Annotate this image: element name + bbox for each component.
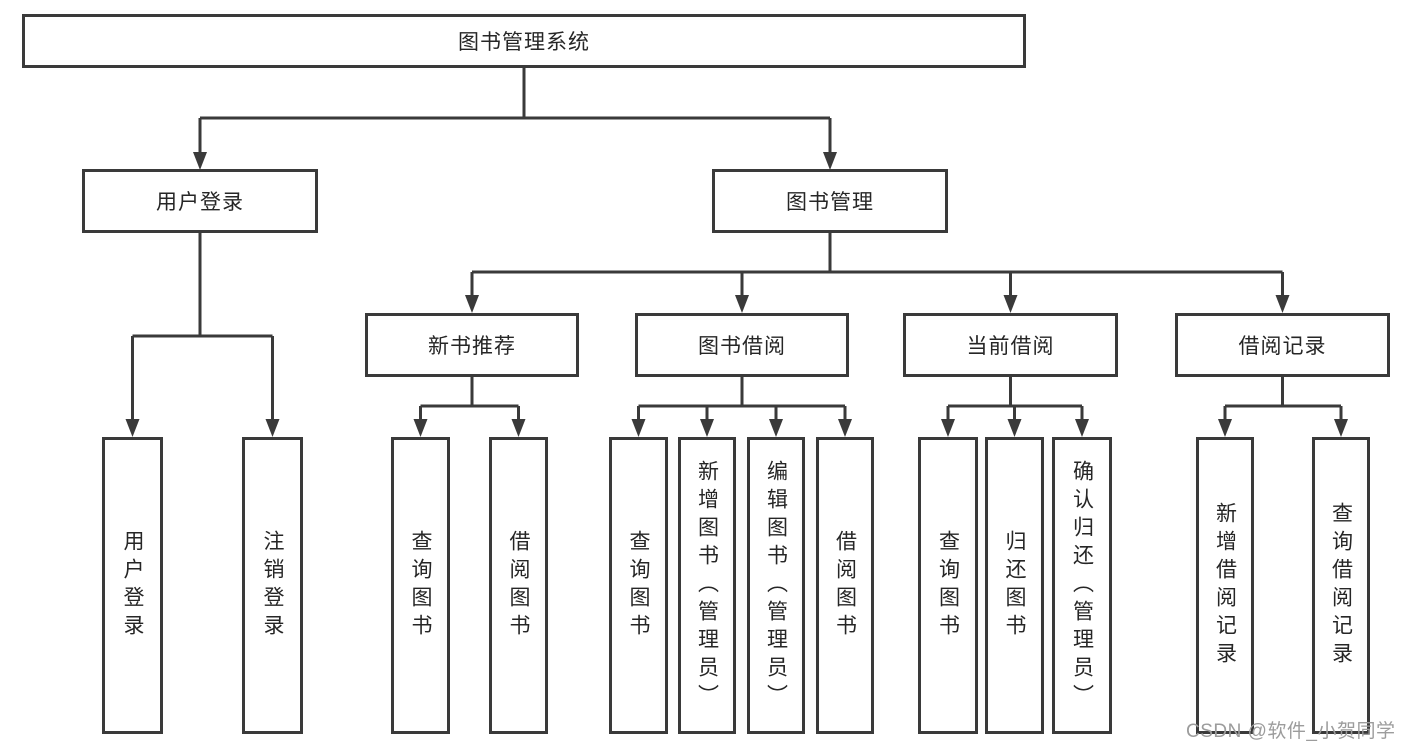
- connector-borrowing-records-branch: [1218, 377, 1348, 437]
- leaf-user-login: 用户登录: [102, 437, 163, 734]
- leaf-user-login-label: 用户登录: [121, 529, 145, 642]
- leaf-return-books-label: 归还图书: [1003, 529, 1027, 642]
- leaf-borrow-books-borrowing-label: 借阅图书: [833, 529, 857, 642]
- connector-root-to-level1: [193, 68, 837, 170]
- node-new-book-recommend-label: 新书推荐: [428, 335, 516, 358]
- leaf-query-borrow-record-label: 查询借阅记录: [1329, 501, 1353, 670]
- leaf-query-borrow-record: 查询借阅记录: [1312, 437, 1370, 734]
- connector-book-borrowing-branch: [631, 377, 852, 437]
- node-book-borrowing: 图书借阅: [635, 313, 849, 377]
- leaf-return-books: 归还图书: [985, 437, 1044, 734]
- node-user-login-label: 用户登录: [156, 191, 244, 214]
- node-book-management-label: 图书管理: [786, 191, 874, 214]
- leaf-query-books-recommend-label: 查询图书: [409, 529, 433, 642]
- connector-user-login-branch: [125, 233, 280, 437]
- leaf-query-books-current-label: 查询图书: [936, 529, 960, 642]
- leaf-logout: 注销登录: [242, 437, 303, 734]
- connector-current-borrowing-branch: [941, 377, 1089, 437]
- leaf-borrow-books-borrowing: 借阅图书: [816, 437, 874, 734]
- node-borrowing-records-label: 借阅记录: [1238, 335, 1327, 358]
- leaf-query-books-borrowing-label: 查询图书: [627, 529, 651, 642]
- node-library-system-label: 图书管理系统: [458, 31, 590, 54]
- node-book-borrowing-label: 图书借阅: [698, 335, 786, 358]
- leaf-add-borrow-record-label: 新增借阅记录: [1213, 501, 1237, 670]
- node-library-system: 图书管理系统: [22, 14, 1026, 68]
- leaf-add-books-admin-label: 新增图书（管理员）: [695, 459, 719, 712]
- leaf-borrow-books-recommend: 借阅图书: [489, 437, 548, 734]
- node-book-management: 图书管理: [712, 169, 948, 233]
- csdn-watermark: CSDN @软件_小贺同学: [1186, 721, 1396, 742]
- leaf-edit-books-admin: 编辑图书（管理员）: [747, 437, 805, 734]
- leaf-query-books-recommend: 查询图书: [391, 437, 450, 734]
- leaf-add-borrow-record: 新增借阅记录: [1196, 437, 1254, 734]
- leaf-query-books-borrowing: 查询图书: [609, 437, 668, 734]
- connector-new-book-recommend-branch: [413, 377, 526, 437]
- node-current-borrowing-label: 当前借阅: [966, 335, 1055, 358]
- leaf-borrow-books-recommend-label: 借阅图书: [507, 529, 531, 642]
- leaf-add-books-admin: 新增图书（管理员）: [678, 437, 736, 734]
- leaf-confirm-return-admin-label: 确认归还（管理员）: [1070, 459, 1094, 712]
- node-borrowing-records: 借阅记录: [1175, 313, 1390, 377]
- node-current-borrowing: 当前借阅: [903, 313, 1118, 377]
- node-new-book-recommend: 新书推荐: [365, 313, 579, 377]
- leaf-edit-books-admin-label: 编辑图书（管理员）: [764, 459, 788, 712]
- leaf-logout-label: 注销登录: [261, 529, 285, 642]
- node-user-login: 用户登录: [82, 169, 318, 233]
- connector-book-management-branch: [465, 233, 1290, 313]
- leaf-query-books-current: 查询图书: [918, 437, 978, 734]
- leaf-confirm-return-admin: 确认归还（管理员）: [1052, 437, 1112, 734]
